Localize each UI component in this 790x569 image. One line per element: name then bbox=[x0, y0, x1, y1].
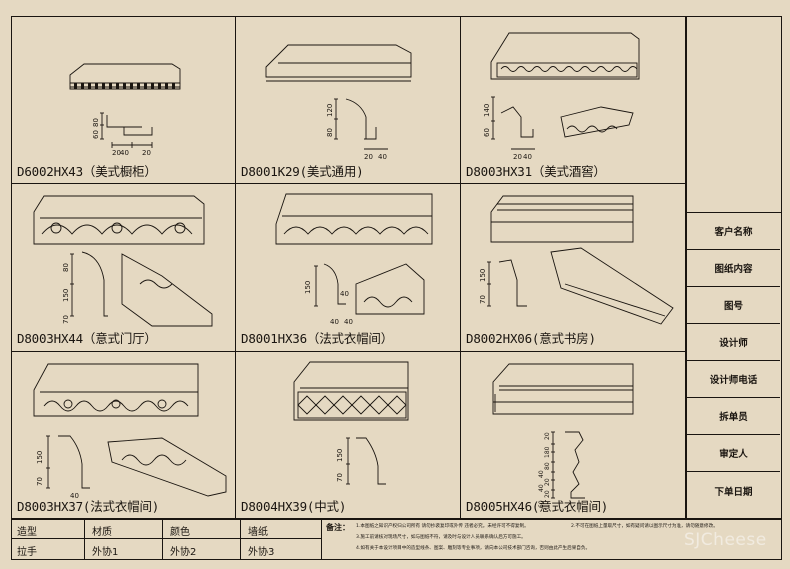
bottom-col-2 bbox=[162, 518, 163, 560]
profile-drawing-5: 150 40 40 40 bbox=[275, 193, 433, 326]
profile-code: D8005HX46(意式衣帽间) bbox=[466, 499, 609, 514]
title-block-row-approver: 审定人 bbox=[687, 435, 780, 472]
dim-label: 40 bbox=[120, 149, 129, 157]
dim-label: 60 bbox=[92, 130, 100, 139]
profile-cell-7: 150 70 40 D8003HX37(法式衣帽间) bbox=[12, 352, 236, 520]
title-block-row-designer: 设计师 bbox=[687, 324, 780, 361]
bottom-col-1 bbox=[84, 518, 85, 560]
note-line: 1.本图纸之知识产权归公司所有 请勿抄袭复印或外传 违者必究。未经许可不得复制。 bbox=[356, 524, 529, 529]
dim-label: 150 bbox=[479, 269, 487, 282]
dim-label: 20 bbox=[544, 478, 551, 486]
title-block-row-phone: 设计师电话 bbox=[687, 361, 780, 398]
field-label-wallpaper: 墙纸 bbox=[248, 527, 268, 538]
dim-label: 80 bbox=[544, 462, 551, 470]
field-label-handle: 拉手 bbox=[17, 547, 37, 558]
note-line: 4.如有关于本设计项目中的造型线条、图案、雕刻等专业事项，请向本公司技术部门咨询… bbox=[356, 546, 591, 551]
profile-cell-6: 150 70 D8002HX06(意式书房) bbox=[461, 184, 685, 352]
title-block-row-splitter: 拆单员 bbox=[687, 398, 780, 435]
profile-cell-3: 140 60 20 40 D8003HX31（美式酒窖） bbox=[461, 17, 685, 185]
profile-drawing-7: 150 70 40 bbox=[33, 363, 227, 500]
grid-line-h2 bbox=[11, 351, 686, 352]
grid-line-v1 bbox=[235, 16, 236, 518]
dim-label: 80 bbox=[326, 128, 334, 137]
profile-drawing-9: 20 180 80 40 20 40 20 60 bbox=[492, 363, 634, 508]
profile-cell-5: 150 40 40 40 D8001HX36（法式衣帽间） bbox=[236, 184, 460, 352]
profile-code: D8003HX44（意式门厅） bbox=[17, 331, 157, 346]
dim-label: 150 bbox=[336, 449, 344, 462]
title-block-top-line bbox=[686, 212, 782, 213]
dim-label: 60 bbox=[483, 128, 491, 137]
profile-code: D8001K29(美式通用) bbox=[241, 164, 364, 179]
note-line: 3.施工前请核对现场尺寸，如与图纸不符，请及时与设计人员联系确认后方可施工。 bbox=[356, 535, 526, 540]
dim-label: 40 bbox=[538, 484, 545, 492]
profile-code: D8001HX36（法式衣帽间） bbox=[241, 331, 394, 346]
field-label-outsource-1: 外协1 bbox=[92, 547, 119, 558]
dim-label: 20 bbox=[544, 432, 551, 440]
field-label-material: 材质 bbox=[92, 527, 112, 538]
drawing-frame bbox=[11, 16, 782, 560]
grid-line-h3 bbox=[11, 518, 782, 520]
profile-code: D6002HX43（美式橱柜） bbox=[17, 164, 157, 179]
dim-label: 20 bbox=[112, 149, 121, 157]
profile-code: D8003HX37(法式衣帽间) bbox=[17, 499, 160, 514]
dim-label: 70 bbox=[62, 315, 70, 324]
dim-label: 80 bbox=[62, 263, 70, 272]
dim-label: 40 bbox=[340, 290, 349, 298]
dim-label: 20 bbox=[364, 153, 373, 161]
dim-label: 70 bbox=[479, 295, 487, 304]
dim-label: 150 bbox=[36, 451, 44, 464]
profile-code: D8002HX06(意式书房) bbox=[466, 331, 596, 346]
dim-label: 180 bbox=[544, 446, 551, 458]
profile-drawing-2: 120 80 20 40 bbox=[265, 44, 412, 161]
grid-line-v3 bbox=[685, 16, 687, 518]
title-block-row-number: 图号 bbox=[687, 287, 780, 324]
dim-label: 150 bbox=[304, 281, 312, 294]
dim-label: 40 bbox=[523, 153, 532, 161]
dim-label: 40 bbox=[330, 318, 339, 326]
title-block-row-content: 图纸内容 bbox=[687, 250, 780, 287]
grid-line-v2 bbox=[460, 16, 461, 518]
dim-label: 40 bbox=[378, 153, 387, 161]
bottom-col-3 bbox=[240, 518, 241, 560]
dim-label: 40 bbox=[344, 318, 353, 326]
field-label-outsource-2: 外协2 bbox=[170, 547, 197, 558]
dim-label: 70 bbox=[336, 473, 344, 482]
profile-drawing-8: 150 70 bbox=[293, 361, 409, 485]
notes-heading: 备注： bbox=[326, 523, 350, 532]
dim-label: 70 bbox=[36, 477, 44, 486]
bottom-mid-line bbox=[11, 538, 321, 539]
dim-label: 150 bbox=[62, 289, 70, 302]
profile-cell-8: 150 70 D8004HX39(中式) bbox=[236, 352, 460, 520]
dim-label: 40 bbox=[70, 492, 79, 500]
dim-label: 20 bbox=[142, 149, 151, 157]
profile-cell-9: 20 180 80 40 20 40 20 60 D8005HX46(意式衣帽间… bbox=[461, 352, 685, 520]
dim-label: 20 bbox=[544, 490, 551, 498]
dim-label: 20 bbox=[513, 153, 522, 161]
dim-label: 60 bbox=[538, 500, 545, 508]
watermark: SJCheese bbox=[684, 530, 767, 550]
profile-code: D8004HX39(中式) bbox=[241, 499, 347, 514]
field-label-color: 颜色 bbox=[170, 527, 190, 538]
field-label-shape: 造型 bbox=[17, 527, 37, 538]
profile-cell-1: 80 60 20 40 20 D6002HX43（美式橱柜） bbox=[12, 17, 236, 185]
grid-line-h1 bbox=[11, 183, 686, 184]
profile-drawing-1: 80 60 20 40 20 bbox=[69, 63, 181, 157]
profile-drawing-6: 150 70 bbox=[479, 195, 674, 325]
dim-label: 140 bbox=[483, 104, 491, 117]
title-block-row-order-date: 下单日期 bbox=[714, 486, 753, 498]
profile-cell-2: 120 80 20 40 D8001K29(美式通用) bbox=[236, 17, 460, 185]
profile-drawing-4: 80 150 70 bbox=[33, 195, 213, 327]
profile-drawing-3: 140 60 20 40 bbox=[483, 32, 640, 161]
dim-label: 80 bbox=[92, 118, 100, 127]
profile-code: D8003HX31（美式酒窖） bbox=[466, 164, 606, 179]
dim-label: 40 bbox=[538, 470, 545, 478]
title-block-row-client: 客户名称 bbox=[687, 213, 780, 250]
dim-label: 120 bbox=[326, 104, 334, 117]
field-label-outsource-3: 外协3 bbox=[248, 547, 275, 558]
note-line: 2.不可在图纸上量取尺寸，如有疑问请以图示尺寸为准，请勿随意修改。 bbox=[571, 524, 718, 529]
profile-cell-4: 80 150 70 D8003HX44（意式门厅） bbox=[12, 184, 236, 352]
bottom-col-4 bbox=[321, 518, 322, 560]
